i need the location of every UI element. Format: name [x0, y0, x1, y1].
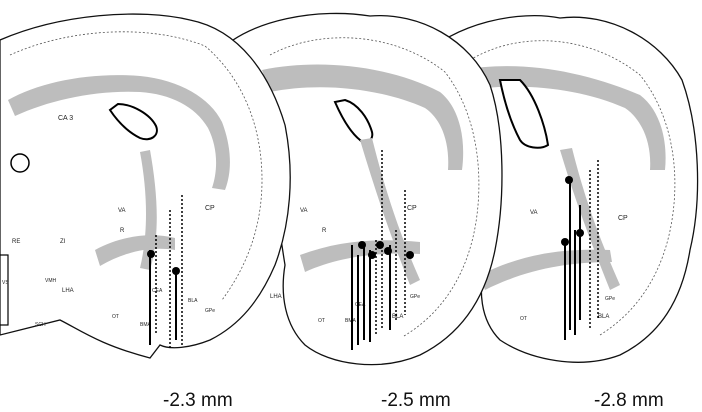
region-label-cp-3: CP: [618, 215, 628, 222]
region-label-gpe-2: GPe: [410, 294, 420, 300]
region-label-va-2: VA: [300, 208, 308, 214]
region-label-lha-1: LHA: [62, 288, 74, 294]
brain-section-2: CP VA R LHA BMA CEA BLA GPe OT: [214, 12, 503, 366]
region-label-bma-2: BMA: [345, 318, 357, 324]
recording-site-marker: [172, 267, 180, 275]
recording-site-marker: [358, 241, 366, 249]
region-label-va-3: VA: [530, 210, 538, 216]
region-label-bla-3: BLA: [598, 314, 609, 320]
section-3-caption: -2.8 mm: [594, 390, 664, 411]
region-label-zi-1: ZI: [60, 239, 66, 245]
recording-site-marker: [147, 250, 155, 258]
region-label-ot-1: OT: [112, 314, 119, 320]
region-label-vs-1: VS: [2, 280, 9, 286]
section-2-caption: -2.5 mm: [381, 390, 451, 411]
brain-section-1: CA 3 VA R ZI RE LHA CP BMA CEA BLA GPe O…: [0, 13, 291, 359]
region-label-ot-2: OT: [318, 318, 325, 324]
region-label-cp-1: CP: [205, 205, 215, 212]
recording-site-marker: [384, 247, 392, 255]
region-label-bma-1: BMA: [140, 322, 152, 328]
recording-site-marker: [565, 176, 573, 184]
region-label-ca3-1: CA 3: [58, 115, 73, 122]
region-label-bla-2: BLA: [392, 314, 403, 320]
recording-site-marker: [406, 251, 414, 259]
recording-site-marker: [368, 251, 376, 259]
recording-site-marker: [561, 238, 569, 246]
region-label-cea-1: CEA: [152, 288, 163, 294]
region-label-sch-1: SCH: [35, 322, 46, 328]
region-label-vmh-1: VMH: [45, 278, 57, 284]
region-label-gpe-1: GPe: [205, 308, 215, 314]
region-label-bla-1: BLA: [188, 298, 198, 304]
region-label-re-1: RE: [12, 239, 20, 245]
region-label-r-1: R: [120, 228, 125, 234]
region-label-gpe-3: GPe: [605, 296, 615, 302]
region-label-va-1: VA: [118, 208, 126, 214]
region-label-cea-2: CEA: [355, 302, 366, 308]
section-1-caption: -2.3 mm: [163, 390, 233, 411]
recording-site-marker: [376, 241, 384, 249]
region-label-ot-3: OT: [520, 316, 527, 322]
region-label-lha-2: LHA: [270, 294, 282, 300]
region-label-r-2: R: [322, 228, 327, 234]
recording-site-marker: [576, 229, 584, 237]
region-label-cp-2: CP: [407, 205, 417, 212]
